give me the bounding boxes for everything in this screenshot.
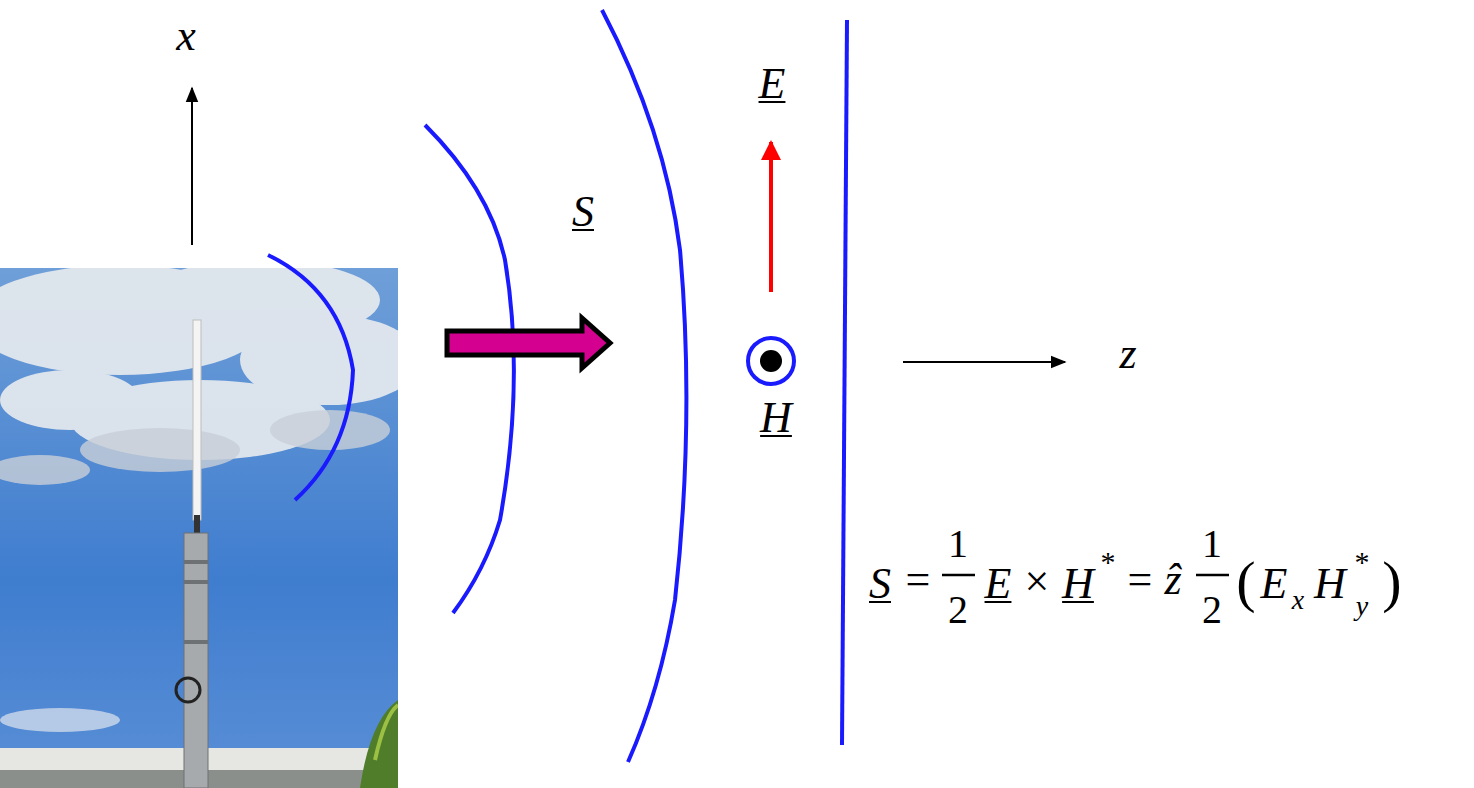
formula-superscript: * — [1101, 547, 1116, 577]
formula-number: 1 — [1202, 524, 1222, 564]
formula-subscript: x — [1292, 586, 1304, 614]
formula-symbol: E — [985, 562, 1012, 606]
wavefronts — [268, 10, 847, 762]
vector-label: S — [572, 190, 594, 234]
axis-label: x — [176, 14, 196, 58]
x-axis — [191, 88, 193, 245]
h-field-dot — [760, 350, 782, 372]
formula-operator: = — [906, 558, 931, 602]
formula-symbol: H — [1314, 562, 1346, 606]
formula-symbol: ẑ — [1164, 558, 1181, 602]
formula-symbol: E — [1261, 562, 1288, 606]
propagation-arrow — [447, 318, 610, 368]
e-field-arrow — [769, 142, 773, 292]
axis-label: z — [1119, 332, 1136, 376]
formula-number: 1 — [948, 524, 968, 564]
formula-subscript: y — [1356, 592, 1368, 620]
fraction-bar — [942, 574, 975, 577]
formula-symbol: S — [869, 562, 891, 606]
formula-operator: × — [1025, 560, 1050, 604]
vector-label: H — [760, 396, 792, 440]
formula-superscript: * — [1355, 547, 1370, 577]
fraction-bar — [1196, 574, 1229, 577]
vector-label: E — [759, 62, 786, 106]
formula-number: 2 — [948, 590, 968, 630]
formula-bracket: ) — [1382, 553, 1401, 611]
formula-operator: = — [1128, 558, 1153, 602]
formula-bracket: ( — [1236, 553, 1255, 611]
formula-symbol: H — [1062, 562, 1094, 606]
h-field-symbol — [748, 338, 794, 384]
z-axis — [903, 361, 1065, 363]
antenna-photo — [0, 268, 398, 788]
formula-number: 2 — [1202, 590, 1222, 630]
